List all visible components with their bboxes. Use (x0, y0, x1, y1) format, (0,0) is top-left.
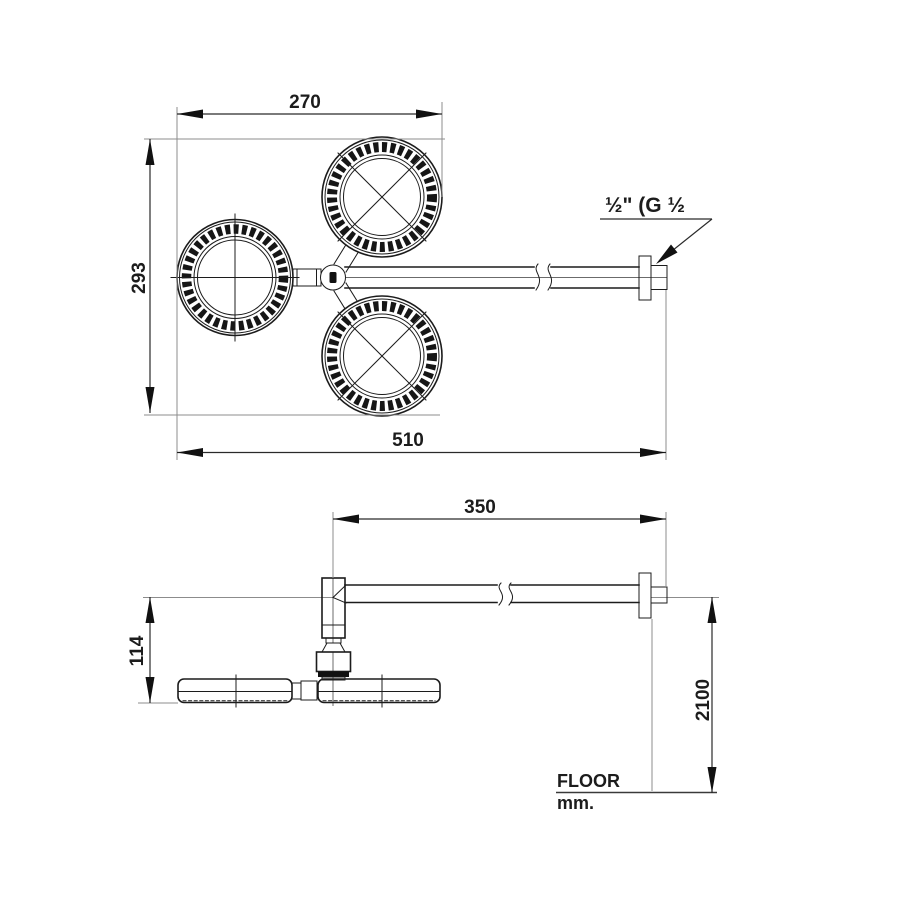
dim-510-label: 510 (392, 430, 424, 451)
wall-arm-top (344, 263, 640, 291)
pipe-break-mark (508, 582, 514, 606)
thread-callout: ½" (G ½ (600, 194, 713, 264)
shower-head-upper-right (321, 136, 443, 258)
dimensions: 270 293 510 350 114 (127, 92, 717, 793)
head-disc-connector (291, 680, 318, 701)
head-disc-right (317, 674, 441, 708)
dim-270-label: 270 (289, 92, 321, 113)
central-hub (320, 264, 346, 291)
dim-350: 350 (333, 497, 666, 524)
head-disc-left (177, 674, 293, 708)
wall-flange-top (638, 255, 668, 301)
side-view: FLOOR mm. (143, 558, 719, 813)
units-label: mm. (557, 793, 594, 813)
thread-size-label: ½" (G ½ (605, 194, 685, 217)
pipe-break-mark (547, 263, 553, 291)
elbow-body (321, 577, 347, 639)
floor: FLOOR mm. (556, 771, 717, 813)
wall-arm-side (344, 582, 640, 606)
floor-label: FLOOR (557, 771, 620, 791)
dim-2100-label: 2100 (693, 679, 714, 721)
pipe-break-mark (535, 263, 541, 291)
top-view (170, 136, 668, 417)
shower-head-left (170, 213, 300, 342)
dim-114: 114 (127, 597, 155, 703)
dim-293: 293 (129, 139, 155, 413)
dim-114-label: 114 (127, 635, 148, 666)
dim-2100: 2100 (693, 597, 717, 793)
dim-293-label: 293 (129, 262, 150, 294)
dim-350-label: 350 (464, 497, 496, 518)
dim-510: 510 (177, 430, 666, 457)
pipe-break-mark (498, 582, 504, 606)
wall-flange-side (638, 572, 668, 619)
shower-head-lower-right (321, 295, 443, 417)
swivel-joint (315, 637, 352, 681)
leader-arrow (656, 244, 678, 264)
dim-270: 270 (177, 92, 442, 119)
